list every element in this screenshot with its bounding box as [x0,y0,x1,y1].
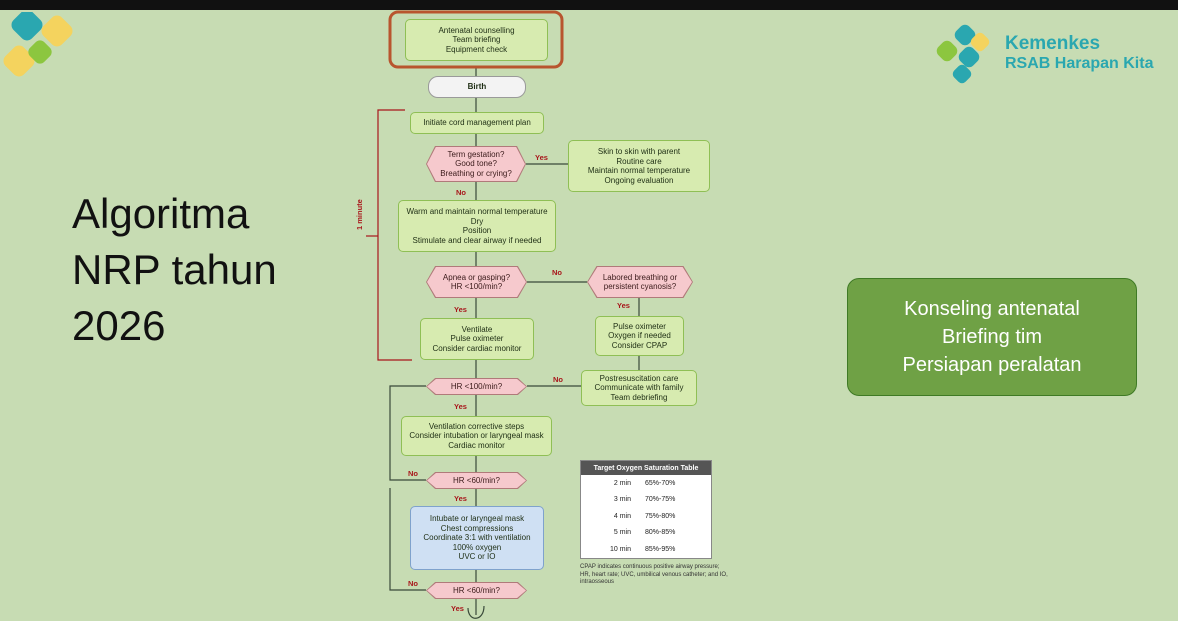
skin-to-skin-node: Skin to skin with parent Routine care Ma… [568,140,710,192]
yes-label: Yes [454,305,467,314]
title-line-1: Algoritma [72,190,250,237]
top-black-bar [0,0,1178,10]
brand-subtitle: RSAB Harapan Kita [1005,55,1154,72]
yes-label: Yes [454,402,467,411]
decorative-logo-icon [3,12,73,77]
no-label: No [408,579,418,588]
pulse-oximeter-node: Pulse oximeter Oxygen if needed Consider… [595,316,684,356]
warm-dry-node: Warm and maintain normal temperature Dry… [398,200,556,252]
term-gestation-decision: Term gestation? Good tone? Breathing or … [426,146,526,182]
no-label: No [553,375,563,384]
one-minute-label: 1 minute [355,199,364,230]
callout-line-2: Briefing tim [941,326,1043,348]
callout-line-1: Konseling antenatal [904,298,1080,320]
slide-title: Algoritma NRP tahun 2026 [72,186,277,354]
ventilation-corrective-node: Ventilation corrective steps Consider in… [401,416,552,456]
yes-label: Yes [535,153,548,162]
ventilate-node: Ventilate Pulse oximeter Consider cardia… [420,318,534,360]
table-header: Target Oxygen Saturation Table [581,461,711,475]
brand-name: Kemenkes [1005,33,1101,54]
apnea-decision: Apnea or gasping? HR <100/min? [426,266,527,298]
yes-label: Yes [451,604,464,613]
hr60-decision: HR <60/min? [426,472,527,489]
antenatal-counselling-node: Antenatal counselling Team briefing Equi… [405,19,548,61]
antenatal-callout-box: Konseling antenatal Briefing tim Persiap… [847,278,1137,396]
no-label: No [552,268,562,277]
no-label: No [408,469,418,478]
intubate-compressions-node: Intubate or laryngeal mask Chest compres… [410,506,544,570]
title-line-3: 2026 [72,302,166,349]
no-label: No [456,188,466,197]
callout-line-3: Persiapan peralatan [902,354,1082,376]
hr100-decision: HR <100/min? [426,378,527,395]
title-line-2: NRP tahun [72,246,277,293]
labored-breathing-decision: Labored breathing or persistent cyanosis… [587,266,693,298]
birth-node: Birth [428,76,526,98]
abbreviation-footnote: CPAP indicates continuous positive airwa… [580,564,728,585]
yes-label: Yes [454,494,467,503]
yes-label: Yes [617,301,630,310]
postresuscitation-node: Postresuscitation care Communicate with … [581,370,697,406]
kemenkes-logo-icon [936,24,990,84]
hr60-decision-2: HR <60/min? [426,582,527,599]
antenatal-highlight-frame [388,10,564,69]
cord-management-node: Initiate cord management plan [410,112,544,134]
